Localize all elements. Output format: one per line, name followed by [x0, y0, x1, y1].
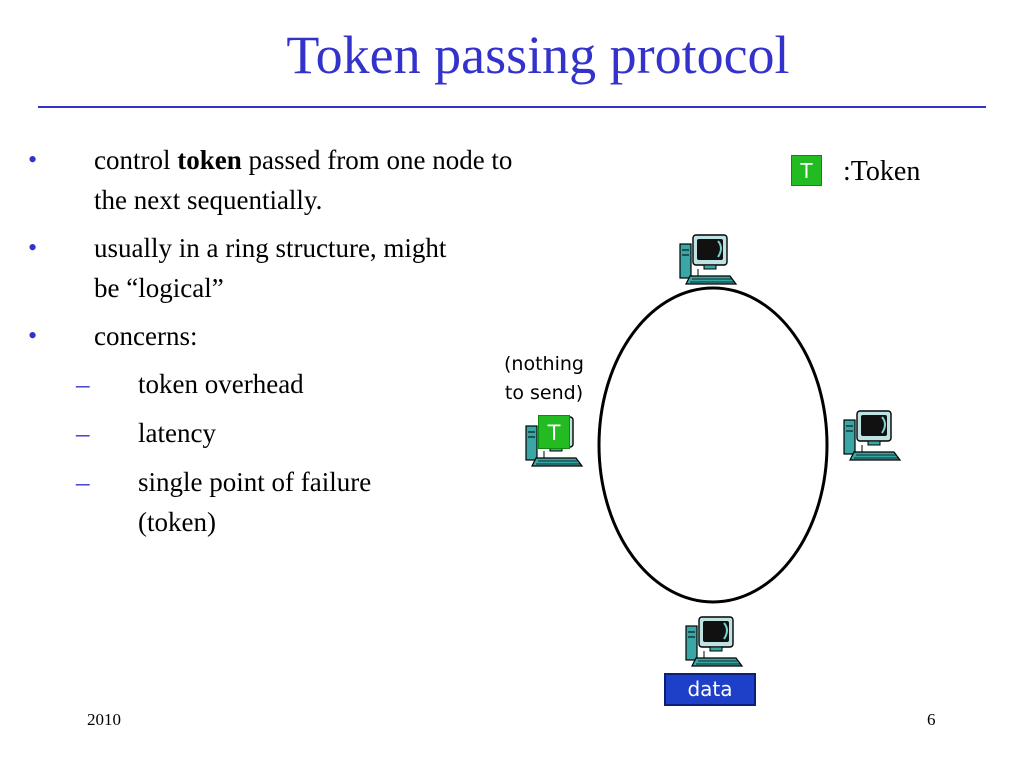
token-legend-label: :Token — [843, 156, 921, 187]
nothing-line-2: to send) — [504, 382, 584, 404]
bullet-item: • control token passed from one node to … — [0, 140, 540, 228]
sub-bullet-item: – token overhead — [0, 364, 540, 413]
sub-bullet-text: token overhead — [138, 369, 304, 399]
sub-bullet-item: – latency — [0, 413, 540, 462]
bullet-mark: • — [28, 145, 38, 174]
dash-mark: – — [76, 467, 90, 497]
nothing-line-1: (nothing — [504, 353, 584, 375]
bullet-text: concerns: — [94, 321, 198, 351]
token-legend-icon: T — [791, 155, 822, 186]
bullet-item: • concerns: — [0, 316, 540, 364]
footer-year: 2010 — [87, 710, 121, 729]
dash-mark: – — [76, 418, 90, 448]
bullet-text: control token passed from one node to th… — [94, 140, 540, 228]
data-label-box: data — [664, 673, 756, 706]
bullet-mark: • — [28, 233, 38, 262]
node-right-computer-icon — [842, 408, 904, 462]
slide-title: Token passing protocol — [286, 25, 790, 85]
bullet-text: usually in a ring structure, might be “l… — [94, 233, 447, 303]
bullet-item: • usually in a ring structure, might be … — [0, 228, 540, 316]
sub-bullet-text: single point of failure (token) — [138, 467, 372, 537]
ring-ellipse — [597, 286, 829, 604]
token-at-node-icon: T — [538, 415, 570, 449]
bullet-text-part: passed from one node to the next sequent… — [94, 145, 513, 215]
node-top-computer-icon — [678, 232, 740, 286]
bullet-bold-word: token — [177, 145, 242, 175]
title-divider — [38, 106, 986, 108]
sub-bullet-item: – single point of failure (token) — [0, 462, 540, 551]
nothing-to-send-label: (nothing to send) — [489, 350, 599, 408]
sub-bullet-text: latency — [138, 418, 216, 448]
node-bottom-computer-icon — [684, 614, 746, 668]
slide-number: 6 — [927, 710, 936, 729]
bullet-mark: • — [28, 321, 38, 350]
bullet-text-part: control — [94, 145, 178, 175]
bullet-list: • control token passed from one node to … — [0, 140, 540, 551]
dash-mark: – — [76, 369, 90, 399]
